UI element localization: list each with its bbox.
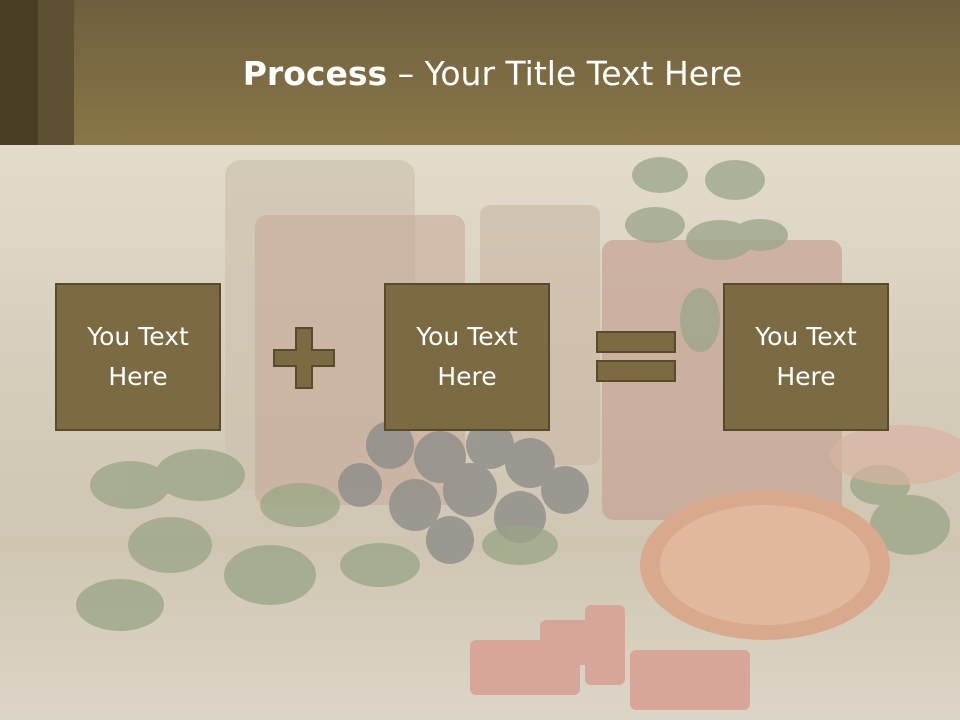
slide-title: Process – Your Title Text Here: [0, 52, 960, 96]
process-box-1-line2: Here: [108, 362, 168, 391]
equals-icon: [596, 331, 676, 382]
process-box-1: You Text Here: [55, 283, 221, 431]
title-dash: –: [387, 54, 425, 93]
process-box-2-line1: You Text: [416, 322, 518, 351]
background-photo: [0, 145, 960, 720]
process-box-1-line1: You Text: [87, 322, 189, 351]
process-box-2-line2: Here: [437, 362, 497, 391]
process-box-3-line1: You Text: [755, 322, 857, 351]
title-rest: Your Title Text Here: [424, 54, 743, 93]
process-box-3-text: You Text Here: [755, 317, 857, 397]
process-box-2: You Text Here: [384, 283, 550, 431]
title-banner: Process – Your Title Text Here: [0, 0, 960, 145]
banner-accent-light: [38, 0, 74, 145]
process-box-1-text: You Text Here: [87, 317, 189, 397]
plus-icon: [273, 327, 335, 389]
process-box-3-line2: Here: [776, 362, 836, 391]
background-photo-art: [76, 157, 960, 710]
title-bold: Process: [242, 54, 388, 93]
banner-accent-dark: [0, 0, 38, 145]
process-box-3: You Text Here: [723, 283, 889, 431]
process-box-2-text: You Text Here: [416, 317, 518, 397]
